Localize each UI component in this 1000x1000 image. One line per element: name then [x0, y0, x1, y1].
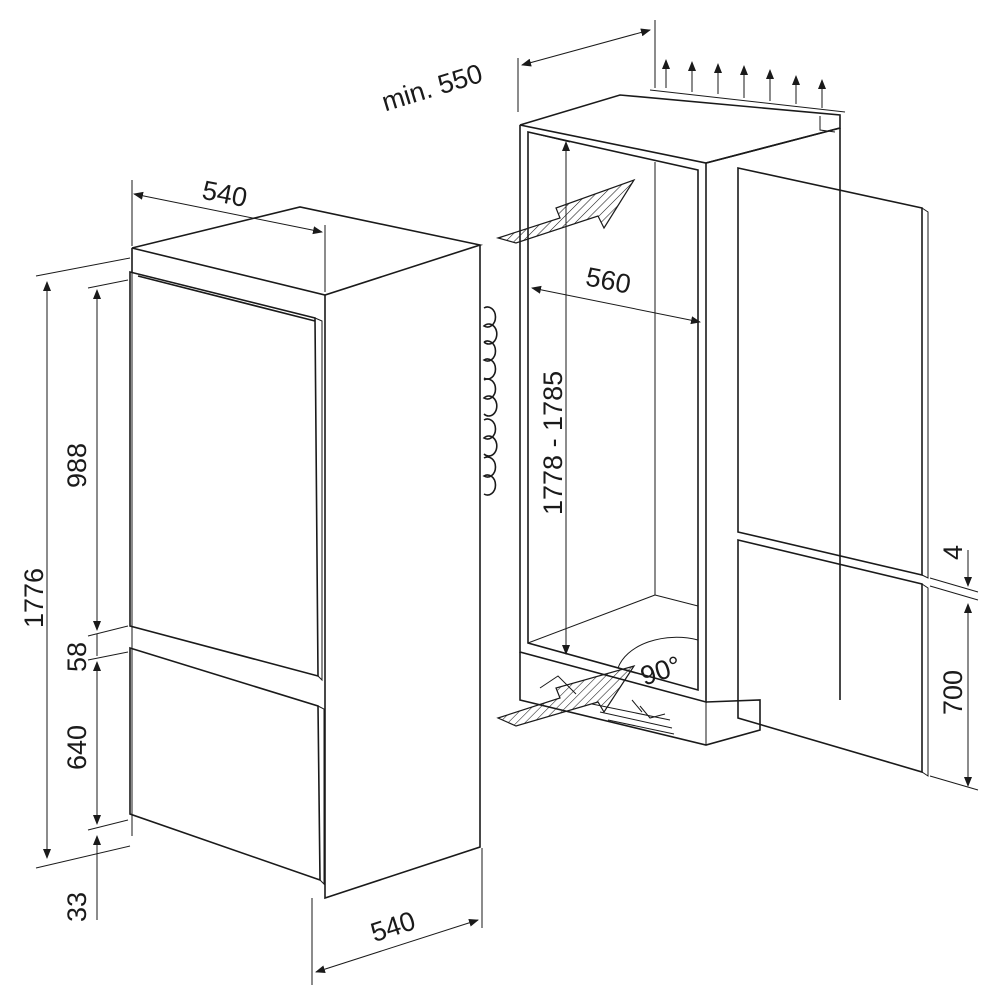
upper-door-panel — [737, 167, 929, 579]
dim-niche-depth-label: min. 550 — [378, 58, 486, 117]
dim-niche-depth: min. 550 — [378, 20, 656, 117]
niche-cabinet — [519, 89, 846, 746]
dim-niche-width-label: 560 — [583, 262, 633, 300]
dim-upper-door: 988 — [62, 279, 129, 637]
dim-panel-gap: 4 — [929, 545, 979, 601]
dim-niche-width: 560 — [531, 262, 701, 325]
dim-lower-door-label: 640 — [62, 725, 92, 770]
airflow-arrow-lower — [496, 664, 675, 735]
dim-depth-top-label: 540 — [200, 175, 250, 213]
dim-plinth: 33 — [62, 835, 101, 922]
dim-niche-height-label: 1778 - 1785 — [538, 371, 568, 515]
dim-height-total-label: 1776 — [19, 568, 49, 628]
door-angle-label: 90° — [637, 650, 685, 691]
appliance-body — [131, 206, 484, 900]
dim-depth-top: 540 — [131, 175, 326, 292]
hinge-coils — [482, 306, 498, 496]
dim-lower-panel-label: 700 — [938, 670, 968, 715]
lower-door-panel — [737, 538, 929, 777]
dim-upper-door-label: 988 — [62, 443, 92, 488]
dim-plinth-label: 33 — [62, 892, 92, 922]
dim-height-total: 1776 — [19, 257, 131, 869]
dim-niche-height: 1778 - 1785 — [538, 141, 570, 655]
lower-door — [129, 646, 325, 886]
dim-lower-door: 640 — [62, 661, 129, 831]
dim-lower-panel: 700 — [929, 603, 979, 791]
dim-depth-bottom: 540 — [311, 848, 483, 985]
ventilation-up-arrows — [662, 59, 826, 108]
door-angle: 90° — [617, 636, 699, 691]
dim-door-gap: 58 — [62, 634, 129, 672]
upper-door — [129, 270, 323, 682]
dim-panel-gap-label: 4 — [938, 545, 968, 560]
dim-door-gap-label: 58 — [62, 642, 92, 672]
